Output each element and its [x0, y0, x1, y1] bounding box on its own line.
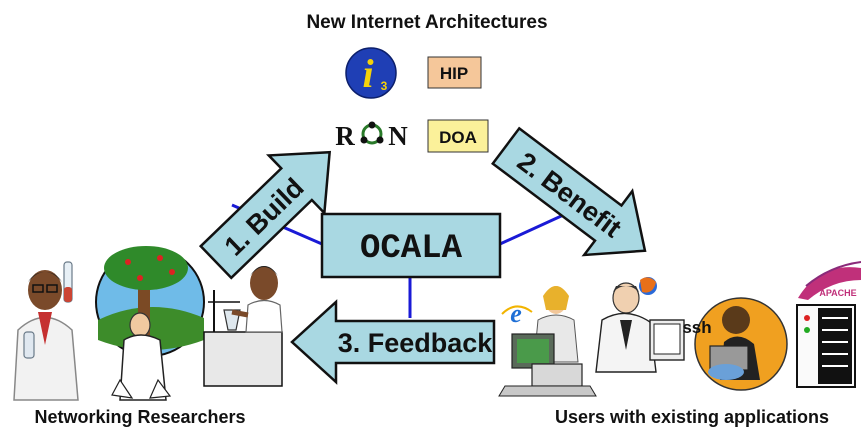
- svg-text:3: 3: [381, 79, 388, 93]
- ocala-label: OCALA: [360, 230, 463, 268]
- doa-box: DOA: [427, 119, 489, 153]
- researcher-scientist-illustration: [13, 261, 79, 401]
- user-ssh-illustration: ssh: [682, 297, 788, 391]
- svg-text:HIP: HIP: [440, 64, 468, 83]
- connector-ocala-benefit: [499, 210, 571, 246]
- ie-logo-icon: e: [510, 299, 522, 328]
- apache-server-illustration: APACHE: [796, 261, 861, 388]
- svg-text:N: N: [388, 121, 408, 151]
- ron-logo: R N: [335, 121, 408, 151]
- ocala-box: OCALA: [320, 212, 502, 279]
- researcher-lab-illustration: [203, 266, 283, 387]
- user-firefox-illustration: [595, 277, 685, 373]
- benefit-arrow: 2. Benefit: [491, 126, 647, 257]
- apache-label: APACHE: [819, 288, 856, 298]
- hip-box: HIP: [427, 56, 482, 89]
- researcher-tree-illustration: [95, 246, 205, 401]
- ssh-label: ssh: [682, 318, 711, 337]
- svg-text:i: i: [362, 51, 373, 96]
- feedback-arrow-label: 3. Feedback: [338, 328, 494, 358]
- networking-researchers-caption: Networking Researchers: [34, 407, 245, 427]
- i3-logo: i 3: [345, 47, 397, 99]
- svg-text:DOA: DOA: [439, 128, 477, 147]
- svg-text:R: R: [335, 121, 355, 151]
- user-browser-illustration: e: [498, 286, 597, 397]
- diagram-title: New Internet Architectures: [306, 12, 547, 33]
- users-caption: Users with existing applications: [555, 407, 829, 427]
- feedback-arrow: 3. Feedback: [290, 299, 496, 385]
